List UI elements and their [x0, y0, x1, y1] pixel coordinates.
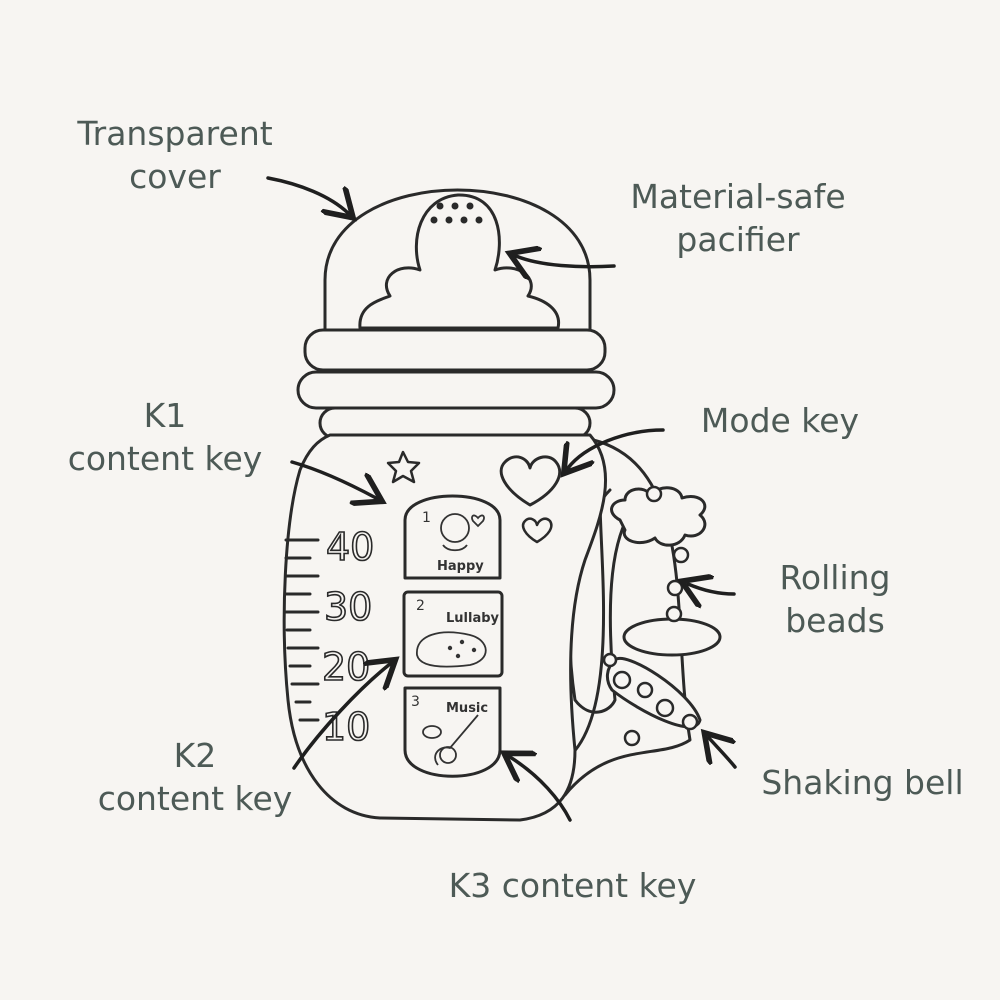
scale-numbers: 40 30 20 10	[321, 524, 375, 750]
scale-label-10: 10	[322, 705, 370, 749]
collar-ring-middle	[296, 370, 616, 410]
arrow-k3	[510, 757, 572, 822]
label-mode-key-text: Mode key	[700, 401, 860, 440]
scale-label-30: 30	[324, 585, 372, 629]
label-k3-content-key: K3 content key	[430, 865, 715, 908]
panel-2-art	[416, 631, 487, 668]
label-k2-line1: K2	[173, 736, 217, 775]
panel-2-caption: Lullaby	[446, 611, 500, 626]
label-rolling-beads: Rolling beads	[745, 557, 925, 643]
arrow-transparent-cover	[266, 176, 348, 213]
mode-key-heart-icon	[499, 455, 562, 507]
panel-3-caption: Music	[446, 701, 488, 716]
label-rolling-beads-line2: beads	[785, 600, 885, 640]
ring-bead	[622, 617, 722, 657]
arrow-k2	[292, 664, 390, 770]
star-icon	[386, 450, 421, 484]
label-pacifier-line2: pacifier	[676, 219, 800, 259]
panel-1-art	[440, 513, 485, 552]
scale-label-20: 20	[322, 645, 370, 689]
panel-3-number: 3	[411, 694, 420, 710]
sleeping-baby-icon	[416, 631, 487, 668]
label-mode-key: Mode key	[680, 400, 880, 443]
label-shaking-bell: Shaking bell	[745, 762, 980, 805]
arrow-rolling-beads	[688, 584, 736, 594]
label-transparent-cover-line2: cover	[129, 156, 221, 196]
label-transparent-cover: Transparent cover	[55, 113, 295, 199]
panel-3-art	[422, 714, 479, 766]
panel-1-number: 1	[422, 510, 431, 526]
measurement-ticks	[284, 538, 320, 722]
cloud-cap	[610, 486, 707, 547]
k2-panel	[402, 590, 504, 678]
label-k1-content-key: K1 content key	[55, 395, 275, 481]
label-k3-text: K3 content key	[448, 866, 697, 905]
label-k2-content-key: K2 content key	[85, 735, 305, 821]
label-shaking-bell-text: Shaking bell	[761, 763, 964, 802]
drum-icon	[422, 725, 442, 739]
arrow-mode-key	[568, 428, 665, 468]
label-k2-line2: content key	[97, 778, 293, 818]
panel-2-number: 2	[416, 598, 425, 614]
arrow-shaking-bell	[709, 738, 737, 769]
panel-1-caption: Happy	[437, 559, 484, 574]
label-rolling-beads-line1: Rolling	[779, 558, 891, 597]
scale-label-40: 40	[326, 525, 374, 569]
shaking-bell	[606, 657, 702, 729]
label-pacifier-line1: Material-safe	[630, 177, 846, 216]
label-k1-line1: K1	[143, 396, 187, 435]
label-k1-line2: content key	[67, 438, 263, 478]
heart-icon	[471, 514, 485, 528]
arrow-k1	[290, 460, 376, 498]
arrow-pacifier	[516, 256, 616, 267]
label-transparent-cover-line1: Transparent	[77, 114, 273, 153]
baby-face-icon	[440, 513, 470, 543]
pacifier-icon	[358, 193, 561, 330]
k3-panel	[403, 686, 502, 778]
collar-ring-top	[303, 328, 607, 372]
small-heart-icon	[521, 517, 553, 544]
label-material-safe-pacifier: Material-safe pacifier	[618, 176, 858, 262]
